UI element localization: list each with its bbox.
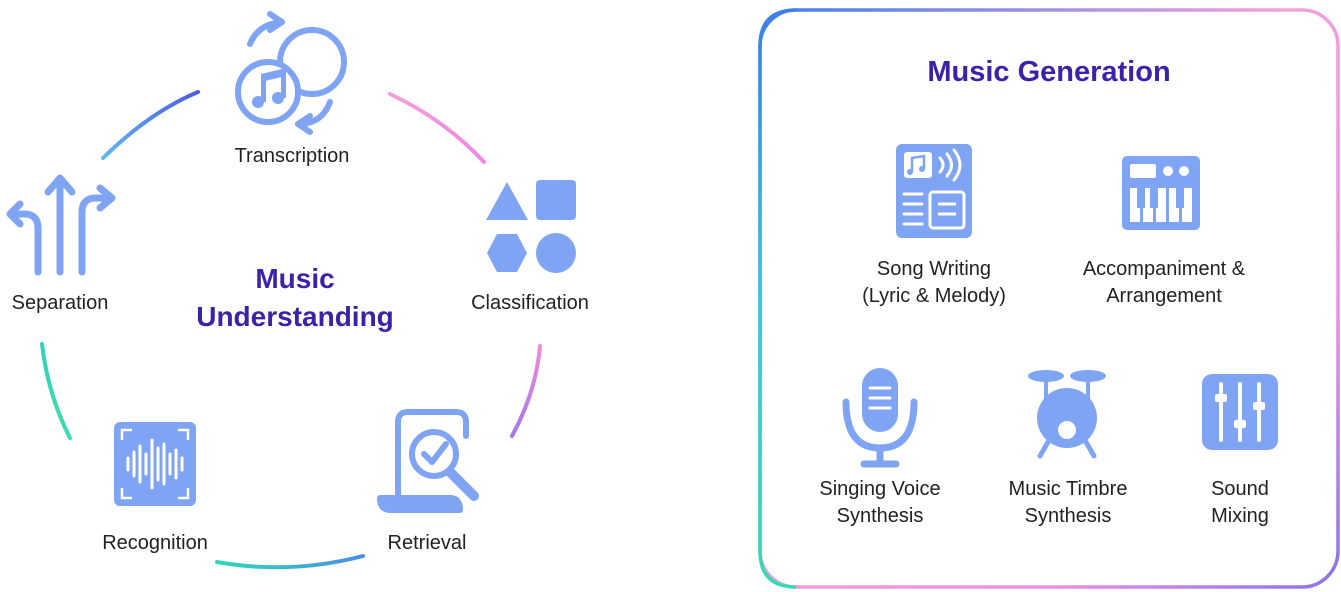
label-transcription: Transcription	[234, 145, 350, 167]
synth-keyboard-icon	[1122, 156, 1200, 230]
label-song-writing: Song Writing (Lyric & Melody)	[834, 256, 1034, 310]
label-timbre: Music Timbre Synthesis	[988, 476, 1148, 530]
arc-recognition-retrieval	[215, 554, 365, 570]
music-note-glyph	[252, 68, 286, 108]
label-timbre-line1: Music Timbre	[1008, 478, 1128, 500]
label-separation: Separation	[11, 292, 109, 314]
drum-kit-icon	[1028, 370, 1106, 459]
label-song-writing-line2: (Lyric & Melody)	[862, 285, 1006, 307]
split-arrows-icon	[6, 174, 116, 276]
lyric-sheet-icon	[896, 144, 972, 238]
label-singing-voice: Singing Voice Synthesis	[790, 476, 970, 530]
label-song-writing-line1: Song Writing	[876, 258, 992, 280]
soundwave-scan-icon	[114, 422, 196, 506]
music-note-sync-icon	[235, 11, 347, 135]
label-mixing-line2: Mixing	[1211, 505, 1269, 527]
label-accompaniment-line1: Accompaniment &	[1082, 258, 1246, 280]
arc-separation-recognition	[40, 342, 72, 440]
mixer-sliders-icon	[1202, 374, 1278, 450]
document-search-icon	[377, 409, 479, 513]
understanding-title-line2: Understanding	[196, 301, 394, 332]
microphone-icon	[842, 368, 918, 468]
arc-classification-retrieval	[510, 344, 542, 438]
shapes-icon	[486, 180, 576, 273]
label-accompaniment: Accompaniment & Arrangement	[1054, 256, 1274, 310]
label-classification: Classification	[471, 292, 589, 314]
understanding-title: Music Understanding	[160, 260, 430, 336]
label-timbre-line2: Synthesis	[1024, 505, 1112, 527]
understanding-title-line1: Music	[255, 263, 335, 294]
generation-title: Music Generation	[927, 56, 1171, 88]
generation-box-left-edge	[758, 8, 797, 589]
label-retrieval: Retrieval	[387, 532, 467, 554]
label-mixing-line1: Sound	[1211, 478, 1269, 500]
arc-transcription-classification	[388, 92, 486, 164]
label-singing-voice-line1: Singing Voice	[819, 478, 941, 500]
arc-separation-transcription	[101, 90, 200, 160]
label-singing-voice-line2: Synthesis	[836, 505, 924, 527]
label-accompaniment-line2: Arrangement	[1106, 285, 1222, 307]
label-recognition: Recognition	[102, 532, 208, 554]
label-mixing: Sound Mixing	[1180, 476, 1300, 530]
